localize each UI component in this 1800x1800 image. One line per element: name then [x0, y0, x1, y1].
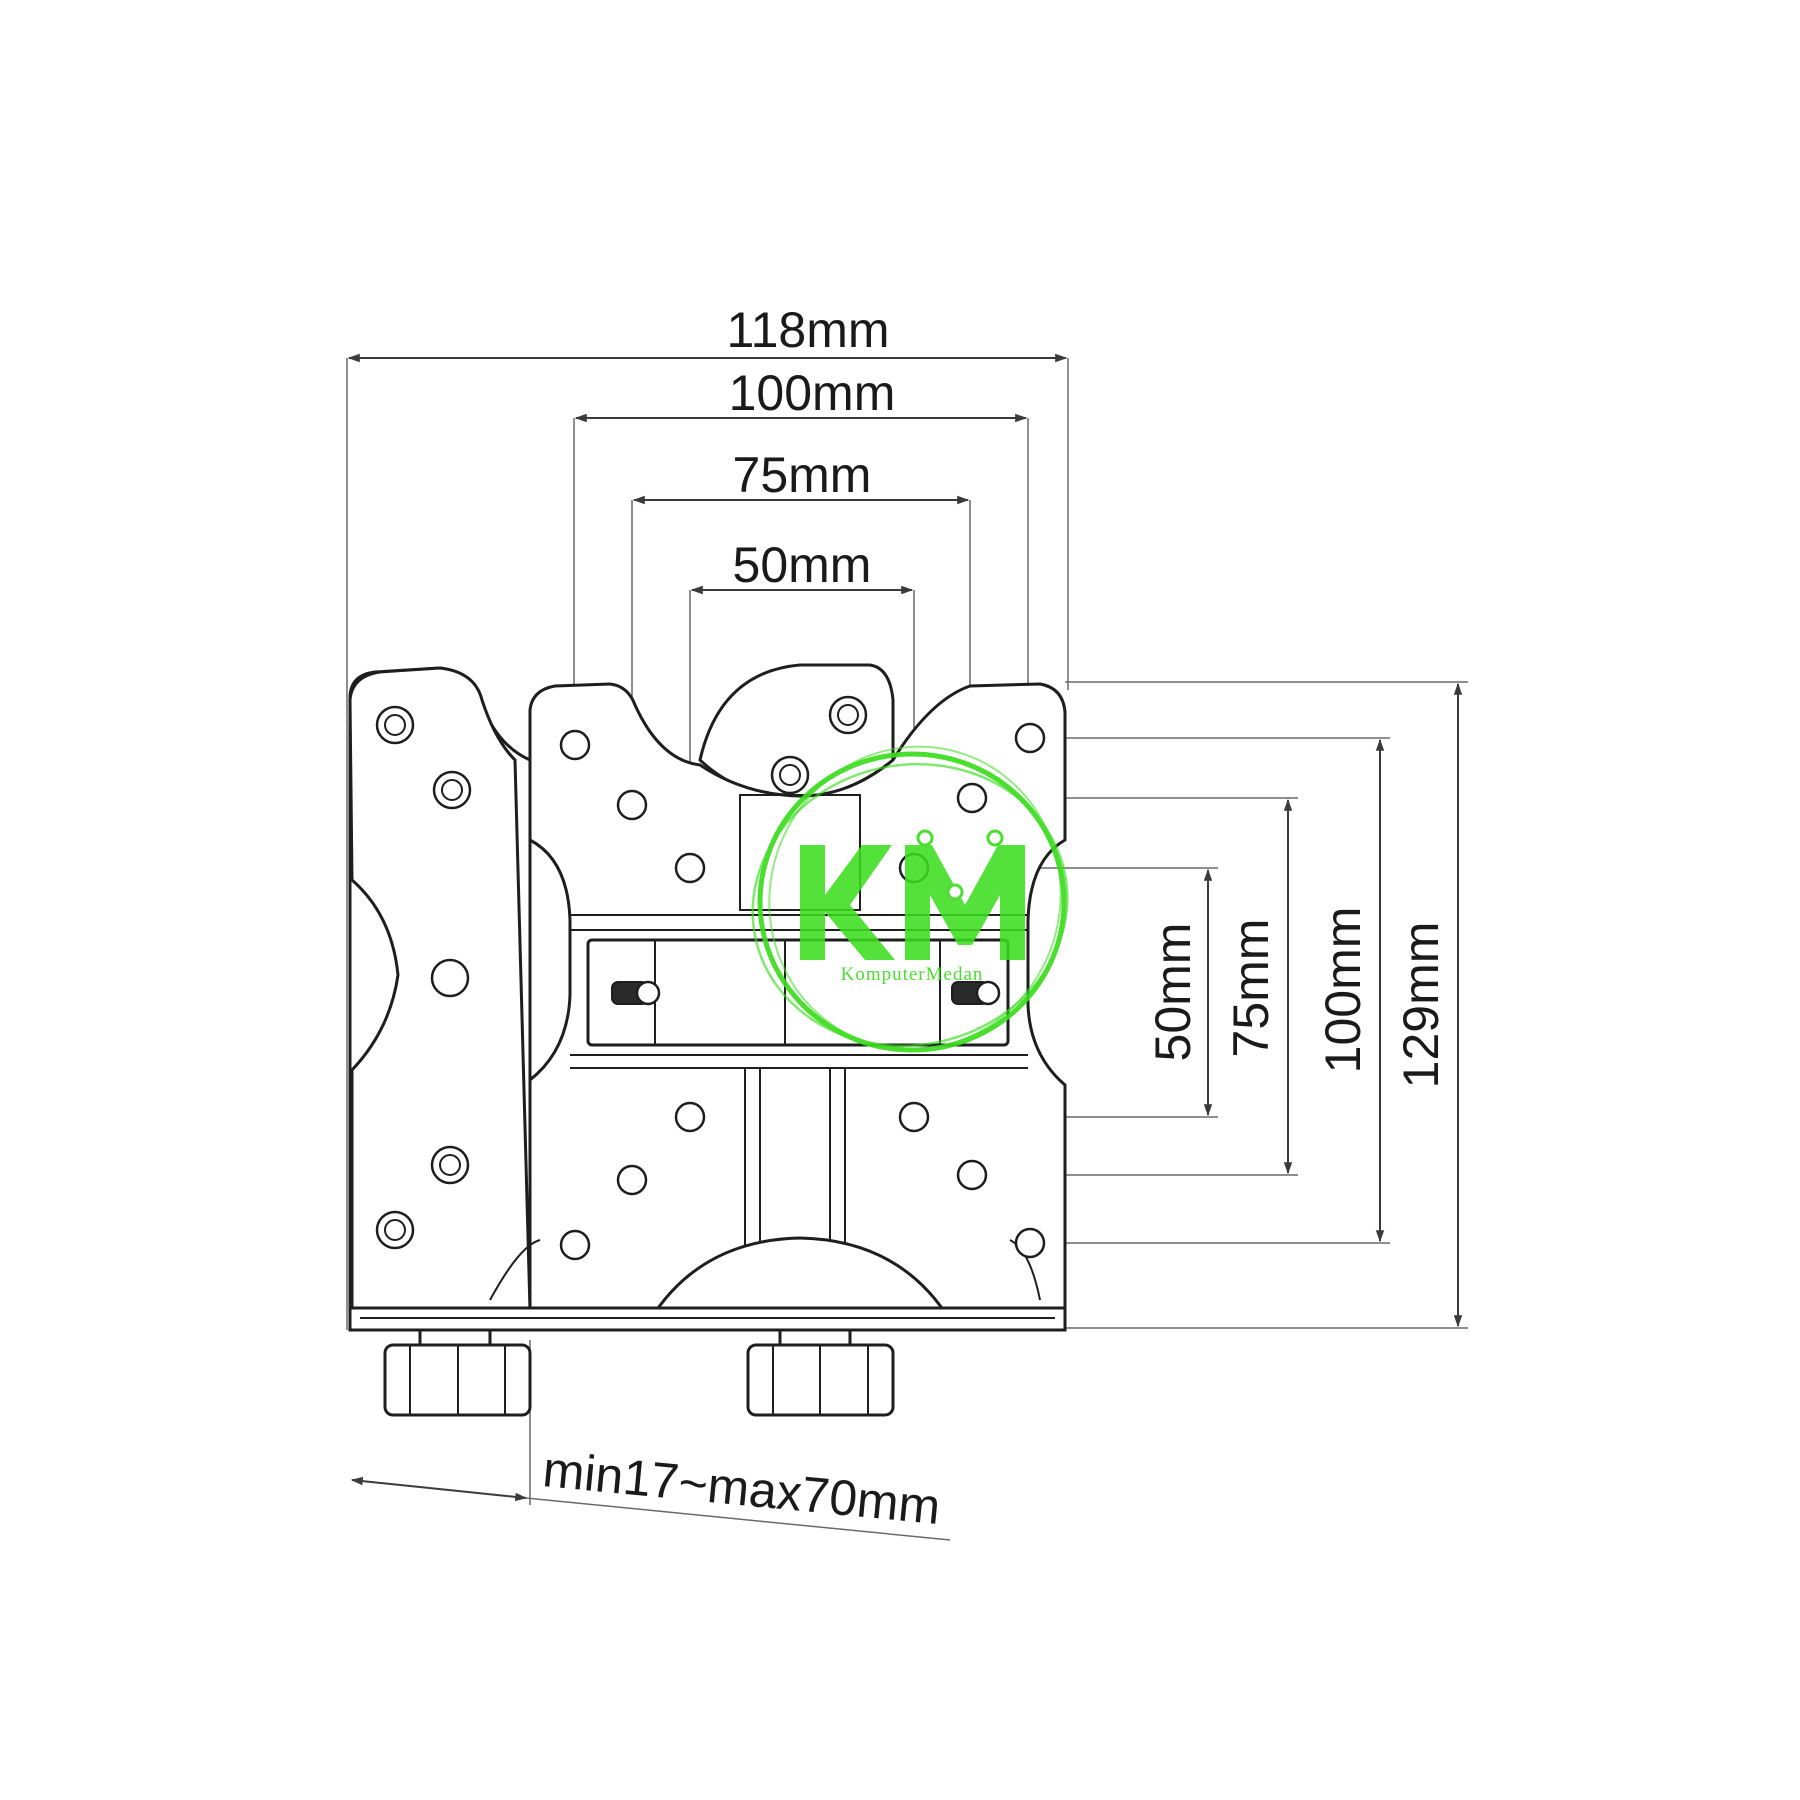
watermark-km-letters: [800, 845, 1025, 960]
dim-label-129mm: 129mm: [1393, 922, 1449, 1089]
left-clamp-knob: [383, 1328, 532, 1417]
dim-label-118mm: 118mm: [726, 302, 889, 358]
dim-label-75mm: 75mm: [733, 447, 872, 503]
top-dimension-group: 118mm 100mm 75mm 50mm: [346, 302, 1069, 1330]
dim-label-100mm: 100mm: [729, 365, 896, 421]
bracket-drawing: [348, 663, 1067, 1417]
right-stud: [951, 980, 1001, 1006]
clamp-cradle: [647, 1236, 953, 1322]
watermark-brand-name: KomputerMedan: [841, 964, 984, 985]
side-dimension-group: 129mm 100mm 75mm 50mm: [960, 681, 1468, 1329]
dim-label-side-75mm: 75mm: [1223, 919, 1279, 1058]
watermark-logo: KomputerMedan: [751, 745, 1069, 1053]
dim-label-side-50mm: 50mm: [1145, 923, 1201, 1062]
dim-label-50mm: 50mm: [733, 537, 872, 593]
dim-label-clamp-range: min17~max70mm: [540, 1441, 942, 1535]
lower-channel: [744, 1068, 846, 1250]
dim-line-clamp: [350, 1476, 528, 1502]
right-clamp-knob: [746, 1328, 895, 1417]
left-stud: [611, 980, 661, 1006]
dim-label-side-100mm: 100mm: [1315, 907, 1371, 1074]
back-plate-holes: [375, 695, 868, 1250]
